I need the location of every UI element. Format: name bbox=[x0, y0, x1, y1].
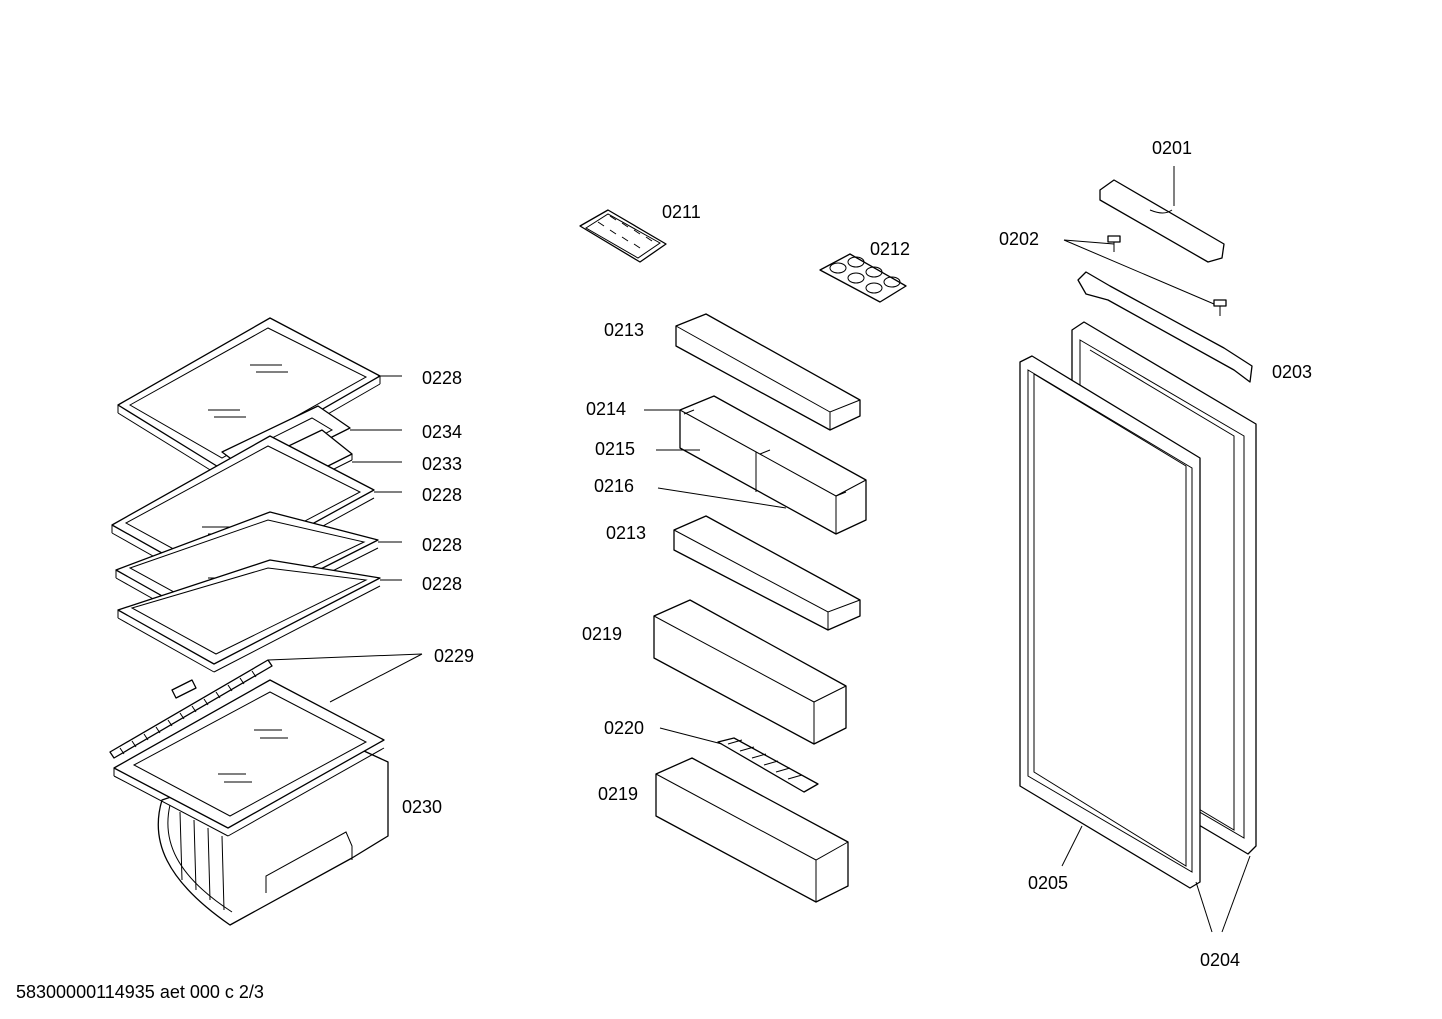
label-0228-2: 0228 bbox=[422, 485, 462, 505]
door-assembly bbox=[1019, 179, 1257, 889]
label-0228-3: 0228 bbox=[422, 535, 462, 555]
label-0204: 0204 bbox=[1200, 950, 1240, 970]
label-0219-lower: 0219 bbox=[598, 784, 638, 804]
label-0219-upper: 0219 bbox=[582, 624, 622, 644]
label-0229: 0229 bbox=[434, 646, 474, 666]
label-0228-4: 0228 bbox=[422, 574, 462, 594]
glass-shelf-crisper-cover bbox=[113, 679, 385, 837]
shelf-rail-0229 bbox=[109, 659, 273, 759]
hinge-cover-0201 bbox=[1099, 179, 1225, 263]
hinge-bracket-0203 bbox=[1077, 271, 1253, 383]
label-0234: 0234 bbox=[422, 422, 462, 442]
label-0202: 0202 bbox=[999, 229, 1039, 249]
label-0215: 0215 bbox=[595, 439, 635, 459]
label-0212: 0212 bbox=[870, 239, 910, 259]
label-0214: 0214 bbox=[586, 399, 626, 419]
label-0233: 0233 bbox=[422, 454, 462, 474]
left-shelf-assembly bbox=[109, 317, 389, 926]
callout-labels: 0201 0202 0203 0204 0205 0211 0212 0213 … bbox=[402, 138, 1312, 970]
door-bin-0219-lower bbox=[655, 757, 849, 903]
egg-tray-0212 bbox=[819, 253, 907, 303]
door-gasket-0205 bbox=[1019, 355, 1201, 889]
glass-shelf-4 bbox=[117, 559, 381, 673]
document-code: 58300000114935 aet 000 c 2/3 bbox=[16, 982, 264, 1002]
label-0228-1: 0228 bbox=[422, 368, 462, 388]
label-0220: 0220 bbox=[604, 718, 644, 738]
label-0213-middle: 0213 bbox=[606, 523, 646, 543]
label-0213-top: 0213 bbox=[604, 320, 644, 340]
bottle-balcony-0214-0216 bbox=[679, 395, 867, 535]
leader-lines bbox=[267, 166, 1251, 933]
label-0211: 0211 bbox=[662, 202, 701, 222]
label-0203: 0203 bbox=[1272, 362, 1312, 382]
label-0230: 0230 bbox=[402, 797, 442, 817]
screw-0202-b bbox=[1213, 299, 1227, 316]
door-bin-0219-upper bbox=[653, 599, 847, 745]
door-bin-assembly bbox=[579, 209, 907, 903]
label-0216: 0216 bbox=[594, 476, 634, 496]
door-bin-0213-top bbox=[675, 313, 861, 431]
ice-cube-tray-0211 bbox=[579, 209, 667, 263]
label-0205: 0205 bbox=[1028, 873, 1068, 893]
bottle-divider-0220 bbox=[717, 737, 819, 793]
door-bin-0213-middle bbox=[673, 515, 861, 631]
label-0201: 0201 bbox=[1152, 138, 1192, 158]
